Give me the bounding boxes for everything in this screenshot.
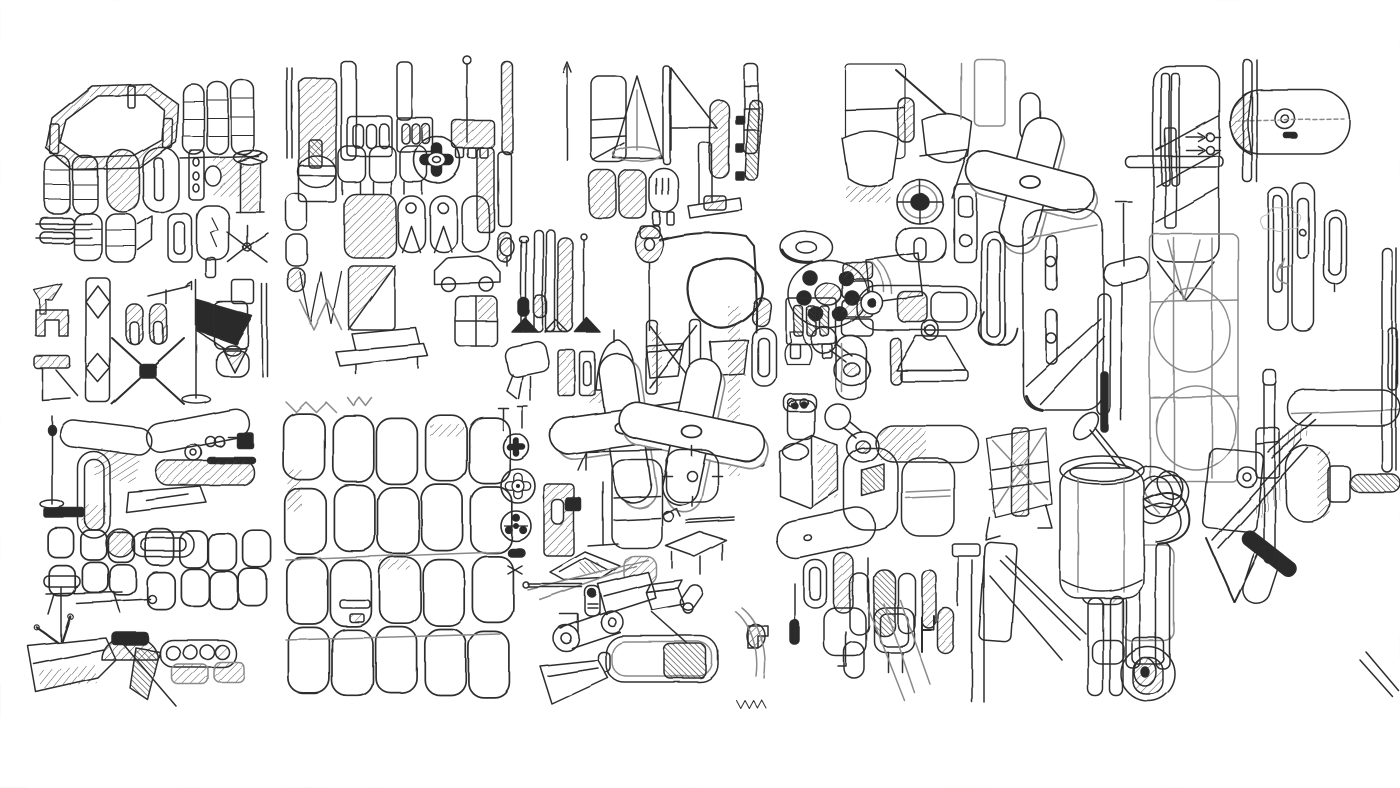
cluster-stool-and-paddle [35,149,269,279]
cluster-mug-study [1059,411,1191,697]
cluster-panel-studies [285,55,514,375]
cluster-bench-tools [522,571,769,709]
cluster-wall-arm-table [1255,369,1400,564]
cluster-cushion-grid-large [282,397,515,699]
cluster-cross-joint [1124,59,1399,697]
cluster-left-tools [33,277,268,405]
cluster-capsule-top-right [1229,89,1351,156]
cluster-octagon-box [45,83,179,171]
cluster-sofa-studies [27,408,272,707]
cluster-control-knobs [497,405,536,575]
cluster-striped-panel-circles [1149,65,1239,483]
cluster-x-tables [549,92,1099,513]
cluster-tufted-columns [44,79,259,215]
cluster-clip-studies [775,399,985,703]
cluster-slot-panel-column [977,201,1150,433]
cluster-mech-parts [779,59,1006,413]
cluster-center-top [562,61,763,226]
cluster-right-brackets [1201,439,1309,605]
